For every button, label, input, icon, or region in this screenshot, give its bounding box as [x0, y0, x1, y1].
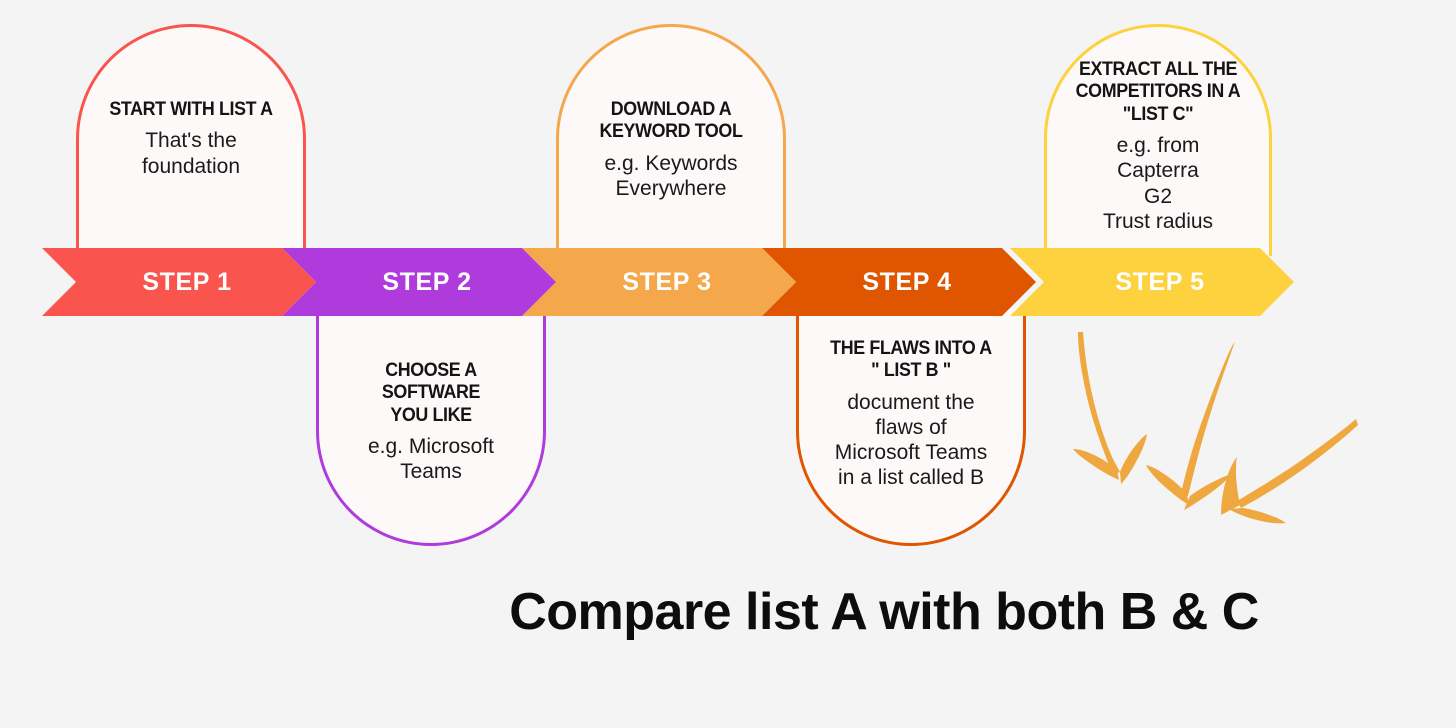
step-subtitle-2: e.g. Microsoft Teams	[367, 435, 495, 484]
step-title-3: DOWNLOAD A KEYWORD TOOL	[599, 99, 743, 143]
step-card-content-1: START WITH LIST A That's the foundation	[79, 99, 303, 179]
step-banner-label-3: STEP 3	[622, 267, 712, 296]
step-banner-label-4: STEP 4	[862, 267, 952, 296]
step-subtitle-5: e.g. from Capterra G2 Trust radius	[1102, 134, 1214, 233]
step-card-5: EXTRACT ALL THE COMPETITORS IN A "LIST C…	[1044, 24, 1272, 256]
step-card-2: CHOOSE A SOFTWARE YOU LIKE e.g. Microsoft…	[316, 308, 546, 546]
step-card-content-4: THE FLAWS INTO A " LIST B " document the …	[799, 338, 1023, 491]
step-subtitle-4: document the flaws of Microsoft Teams in…	[834, 390, 988, 490]
step-card-4: THE FLAWS INTO A " LIST B " document the …	[796, 308, 1026, 546]
step-title-2: CHOOSE A SOFTWARE YOU LIKE	[381, 360, 481, 426]
arrow-1-icon	[1073, 332, 1147, 484]
step-banner-label-1: STEP 1	[142, 267, 232, 296]
step-banner-label-5: STEP 5	[1115, 267, 1205, 296]
step-card-1: START WITH LIST A That's the foundation	[76, 24, 306, 256]
step-banner-label-2: STEP 2	[382, 267, 472, 296]
step-subtitle-1: That's the foundation	[141, 129, 241, 178]
step-title-5: EXTRACT ALL THE COMPETITORS IN A "LIST C…	[1075, 59, 1241, 125]
arrow-3-icon	[1221, 419, 1358, 524]
step-title-4: THE FLAWS INTO A " LIST B "	[830, 338, 992, 382]
hand-drawn-arrows-group	[1073, 332, 1358, 524]
step-subtitle-3: e.g. Keywords Everywhere	[604, 151, 738, 200]
headline-text: Compare list A with both B & C	[509, 583, 1259, 641]
arrow-2-icon	[1146, 342, 1235, 510]
step-banner-4[interactable]: STEP 4	[762, 248, 1036, 316]
step-banner-5[interactable]: STEP 5	[1010, 248, 1294, 316]
step-banner-1[interactable]: STEP 1	[42, 248, 316, 316]
step-banner-2[interactable]: STEP 2	[282, 248, 556, 316]
step-banner-3[interactable]: STEP 3	[522, 248, 796, 316]
step-title-1: START WITH LIST A	[109, 99, 273, 120]
step-card-content-2: CHOOSE A SOFTWARE YOU LIKE e.g. Microsoft…	[319, 360, 543, 485]
step-card-3: DOWNLOAD A KEYWORD TOOL e.g. Keywords Eve…	[556, 24, 786, 256]
step-card-content-3: DOWNLOAD A KEYWORD TOOL e.g. Keywords Eve…	[559, 99, 783, 201]
step-card-content-5: EXTRACT ALL THE COMPETITORS IN A "LIST C…	[1047, 59, 1269, 234]
